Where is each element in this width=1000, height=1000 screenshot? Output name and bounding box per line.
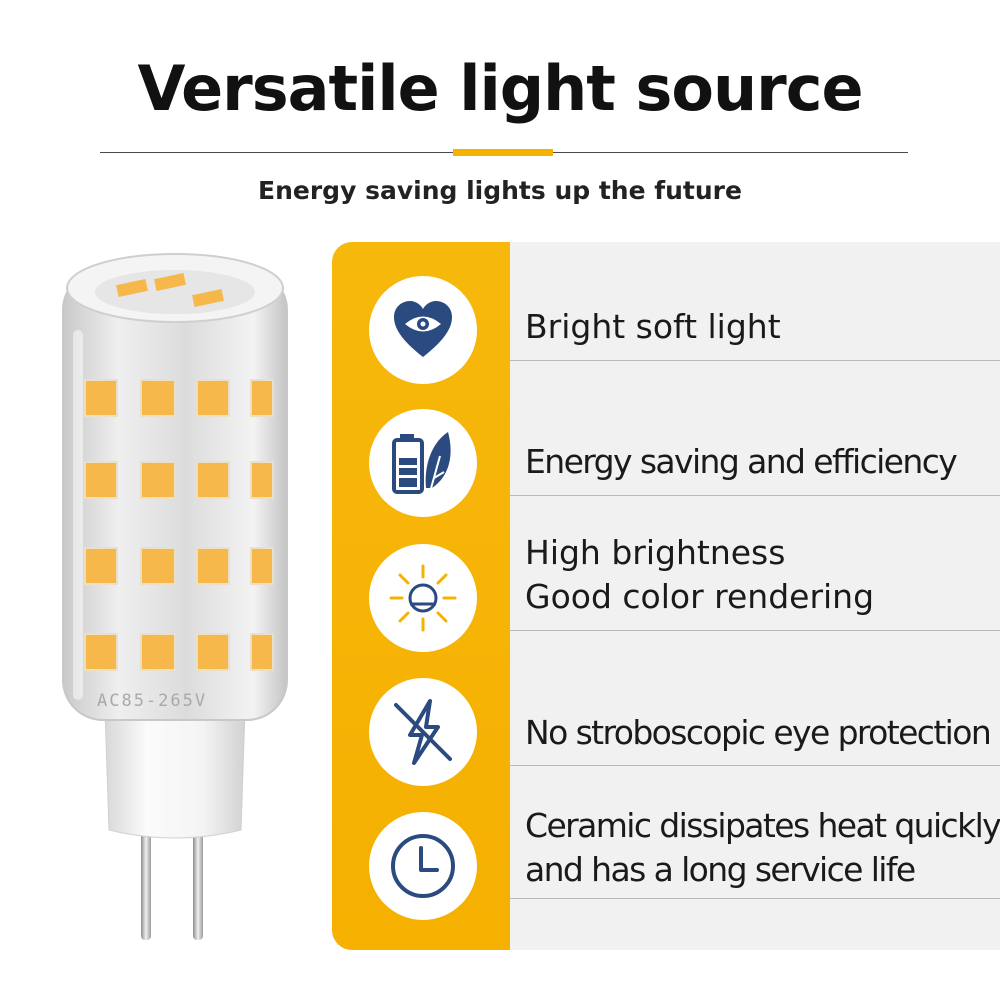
- feature-text-line: Good color rendering: [525, 577, 875, 616]
- no-flicker-icon: [394, 699, 452, 765]
- feature-icon-badge: [369, 544, 477, 652]
- feature-icon-badge: [369, 678, 477, 786]
- feature-item: Ceramic dissipates heat quickly and has …: [525, 804, 1000, 892]
- voltage-label: AC85-265V: [97, 691, 207, 711]
- feature-text-line: Bright soft light: [525, 307, 781, 346]
- clock-icon: [391, 834, 455, 898]
- feature-icon-badge: [369, 812, 477, 920]
- feature-divider: [510, 765, 1000, 766]
- feature-item: Energy saving and efficiency: [525, 440, 958, 484]
- title-divider-accent: [453, 149, 553, 156]
- battery-leaf-icon: [392, 432, 451, 494]
- feature-divider: [510, 495, 1000, 496]
- feature-divider: [510, 898, 1000, 899]
- feature-divider: [510, 360, 1000, 361]
- feature-item: High brightness Good color rendering: [525, 531, 874, 619]
- feature-item: No stroboscopic eye protection: [525, 711, 992, 755]
- led-bulb-image: AC85-265V: [55, 240, 295, 960]
- page-title: Versatile light source: [137, 52, 864, 125]
- feature-text-line: No stroboscopic eye protection: [525, 713, 992, 752]
- heart-eye-icon: [394, 301, 452, 357]
- feature-text-line: Ceramic dissipates heat quickly: [525, 806, 1000, 845]
- feature-icon-badge: [369, 409, 477, 517]
- sun-icon: [389, 564, 457, 632]
- page-subtitle: Energy saving lights up the future: [258, 176, 742, 205]
- feature-divider: [510, 630, 1000, 631]
- feature-text-line: High brightness: [525, 533, 786, 572]
- feature-icon-badge: [369, 276, 477, 384]
- feature-item: Bright soft light: [525, 305, 781, 349]
- feature-text-line: Energy saving and efficiency: [525, 442, 958, 481]
- feature-text-line: and has a long service life: [525, 850, 916, 889]
